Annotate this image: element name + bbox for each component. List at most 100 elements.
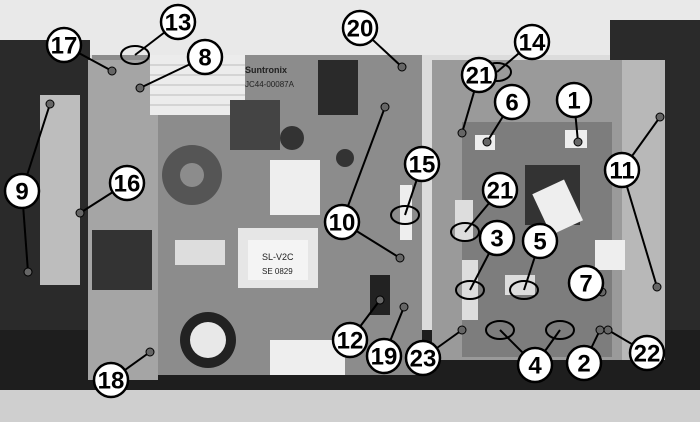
callout-label: 19 <box>371 344 398 371</box>
board-part-number: JC44-00087A <box>245 80 295 89</box>
highlight-ellipse <box>390 205 420 225</box>
callout-circle <box>603 151 641 189</box>
callout-label: 23 <box>410 346 437 373</box>
screw-marker <box>45 99 55 109</box>
callout-label: 9 <box>15 179 28 206</box>
callout-circle <box>365 337 403 375</box>
callout-16: 16 <box>108 164 146 202</box>
leader-line <box>621 169 658 288</box>
screw-marker <box>482 137 492 147</box>
callout-circle <box>403 145 441 183</box>
screw-marker <box>395 253 405 263</box>
callout-circle <box>404 339 442 377</box>
callout-label: 5 <box>533 229 546 256</box>
screw-marker <box>75 208 85 218</box>
callout-2: 2 <box>565 344 603 382</box>
callout-21: 21 <box>481 171 519 209</box>
callout-label: 21 <box>466 63 493 90</box>
screw-marker <box>457 325 467 335</box>
callout-15: 15 <box>403 145 441 183</box>
callout-circle <box>516 346 554 384</box>
callout-circle <box>493 83 531 121</box>
screw-marker <box>457 128 467 138</box>
callout-label: 12 <box>337 328 364 355</box>
callout-label: 1 <box>567 88 580 115</box>
callout-circle <box>186 38 224 76</box>
callout-circle <box>159 3 197 41</box>
screw-marker <box>375 295 385 305</box>
board-brand: Suntronix <box>245 65 287 75</box>
callout-circle <box>108 164 146 202</box>
screw-marker <box>145 347 155 357</box>
leader-line <box>341 106 386 223</box>
callout-label: 2 <box>577 351 590 378</box>
callout-label: 6 <box>505 90 518 117</box>
callout-circle <box>567 264 605 302</box>
callout-23: 23 <box>404 339 442 377</box>
callout-10: 10 <box>323 203 361 241</box>
callout-5: 5 <box>521 222 559 260</box>
callout-circle <box>3 172 41 210</box>
callout-8: 8 <box>186 38 224 76</box>
callout-21: 21 <box>460 56 498 94</box>
callout-20: 20 <box>341 9 379 47</box>
callout-6: 6 <box>493 83 531 121</box>
callout-18: 18 <box>92 361 130 399</box>
callout-circle <box>628 334 666 372</box>
callout-label: 15 <box>409 152 436 179</box>
callout-7: 7 <box>567 264 605 302</box>
callout-19: 19 <box>365 337 403 375</box>
callout-9: 9 <box>3 172 41 210</box>
callout-label: 13 <box>165 10 192 37</box>
transformer-label: SL-V2C <box>262 252 294 262</box>
callout-label: 4 <box>528 353 542 380</box>
callout-label: 7 <box>579 271 592 298</box>
screw-marker <box>652 282 662 292</box>
callout-circle <box>331 321 369 359</box>
callout-22: 22 <box>628 334 666 372</box>
highlight-ellipse <box>120 45 150 65</box>
highlight-ellipse <box>455 280 485 300</box>
relay <box>318 60 358 115</box>
callout-circle <box>478 219 516 257</box>
callout-label: 20 <box>347 16 374 43</box>
callout-circle <box>555 81 593 119</box>
screw-marker <box>573 137 583 147</box>
callout-label: 17 <box>51 33 78 60</box>
callout-circle <box>565 344 603 382</box>
callout-label: 16 <box>114 171 141 198</box>
callout-circle <box>323 203 361 241</box>
callout-label: 10 <box>329 210 356 237</box>
callout-17: 17 <box>45 26 83 64</box>
screw-marker <box>595 325 605 335</box>
callout-label: 3 <box>490 226 503 253</box>
callout-label: 22 <box>634 341 661 368</box>
highlight-ellipse <box>485 320 515 340</box>
transformer-code: SE 0829 <box>262 267 293 276</box>
callout-label: 11 <box>609 158 634 185</box>
callout-circle <box>92 361 130 399</box>
callout-circle <box>481 171 519 209</box>
screw-marker <box>135 83 145 93</box>
callout-14: 14 <box>513 23 551 61</box>
screw-marker <box>603 325 613 335</box>
callout-11: 11 <box>603 151 641 189</box>
highlight-ellipse <box>450 222 480 242</box>
callout-circle <box>45 26 83 64</box>
callout-13: 13 <box>159 3 197 41</box>
callout-label: 18 <box>98 368 125 395</box>
callout-4: 4 <box>516 346 554 384</box>
highlight-ellipse <box>509 280 539 300</box>
callout-circle <box>513 23 551 61</box>
heatsink-2 <box>270 160 320 215</box>
callout-label: 8 <box>198 45 211 72</box>
highlight-ellipse <box>545 320 575 340</box>
screw-marker <box>107 66 117 76</box>
callout-circle <box>341 9 379 47</box>
screw-marker <box>380 102 390 112</box>
callout-circle <box>521 222 559 260</box>
screw-marker <box>397 62 407 72</box>
callout-12: 12 <box>331 321 369 359</box>
